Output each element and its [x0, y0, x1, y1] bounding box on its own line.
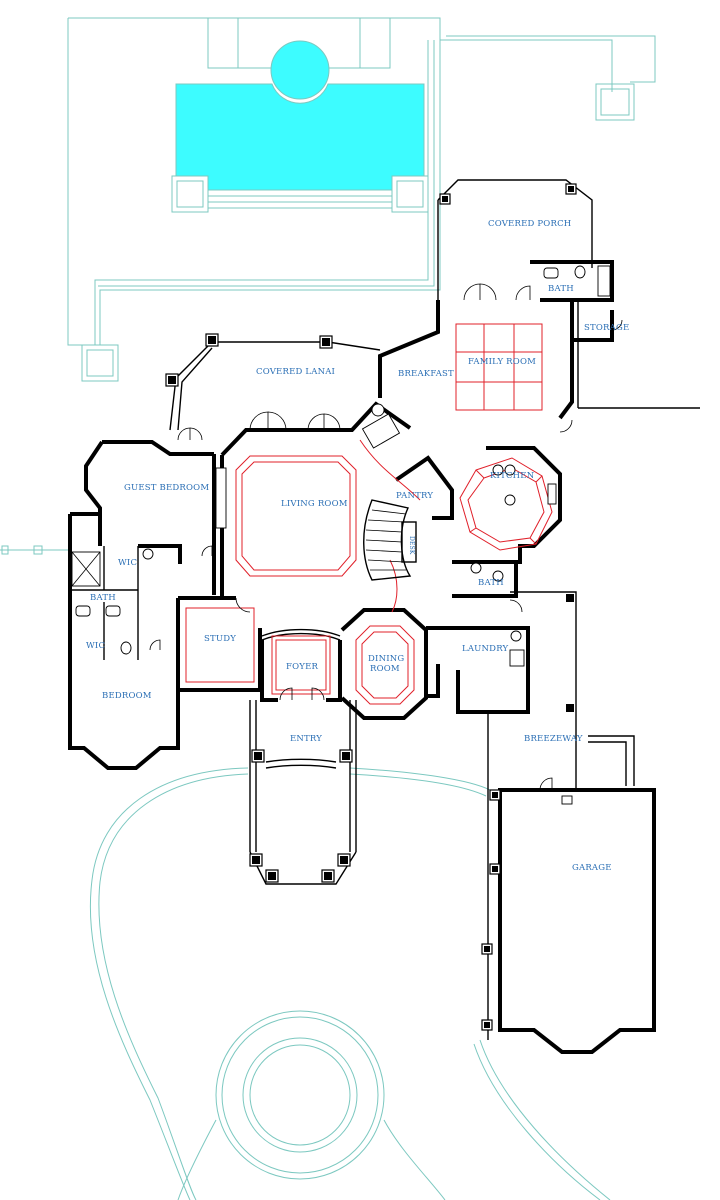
label-desk: DESK [408, 536, 415, 555]
label-pantry: PANTRY [396, 491, 433, 501]
pool [175, 40, 425, 191]
label-breezeway: BREEZEWAY [524, 734, 583, 744]
columns [165, 183, 577, 1031]
staircase [363, 499, 417, 581]
walls [68, 179, 700, 1054]
label-kitchen: KITCHEN [490, 471, 535, 481]
label-study: STUDY [204, 634, 236, 644]
label-bath-center: BATH [478, 578, 504, 588]
label-bath-left: BATH [90, 593, 116, 603]
label-laundry: LAUNDRY [462, 644, 509, 654]
label-entry: ENTRY [290, 734, 322, 744]
label-foyer: FOYER [286, 662, 318, 672]
doors [149, 283, 623, 791]
room-labels: COVERED PORCH BATH STORAGE FAMILY ROOM B… [86, 219, 629, 873]
label-covered-porch: COVERED PORCH [488, 219, 571, 229]
label-wic-lower: WIC [86, 641, 105, 651]
label-dining-1: DINING [368, 654, 404, 664]
label-family-room: FAMILY ROOM [468, 357, 536, 367]
ceiling-details [185, 323, 553, 705]
label-living-room: LIVING ROOM [281, 499, 348, 509]
label-wic-upper: WIC [118, 558, 137, 568]
label-dining-2: ROOM [370, 664, 400, 674]
label-bedroom: BEDROOM [102, 691, 152, 701]
label-breakfast: BREAKFAST [398, 369, 454, 379]
label-covered-lanai: COVERED LANAI [256, 367, 335, 377]
label-storage: STORAGE [584, 323, 629, 333]
site-outline [0, 17, 656, 1200]
label-guest-bedroom: GUEST BEDROOM [124, 483, 209, 493]
label-bath-upper: BATH [548, 284, 574, 294]
label-garage: GARAGE [572, 863, 612, 873]
fixtures [71, 265, 611, 805]
